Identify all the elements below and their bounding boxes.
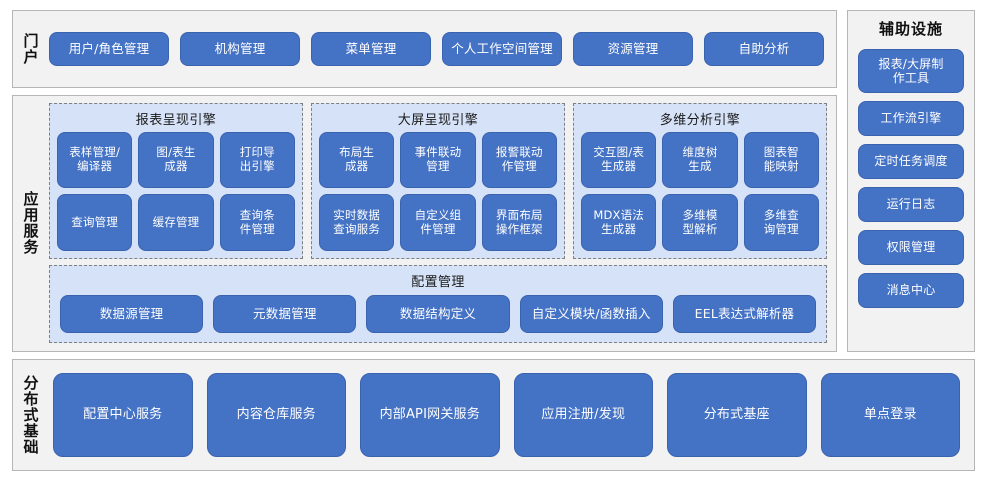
- distributed-base-items: 配置中心服务 内容仓库服务 内部API网关服务 应用注册/发现 分布式基座 单点…: [47, 360, 974, 470]
- chip-internal-api-gateway-service[interactable]: 内部API网关服务: [360, 373, 500, 457]
- engines-row: 报表呈现引擎 表样管理/ 编译器 图/表生 成器 打印导 出引擎 查询管理 缓存…: [49, 102, 827, 259]
- configuration-management-group: 配置管理 数据源管理 元数据管理 数据结构定义 自定义模块/函数插入 EEL表达…: [49, 265, 827, 343]
- configuration-management-items: 数据源管理 元数据管理 数据结构定义 自定义模块/函数插入 EEL表达式解析器: [60, 294, 817, 334]
- chip-custom-component-management[interactable]: 自定义组 件管理: [400, 194, 476, 251]
- portal-item-personal-workspace-management[interactable]: 个人工作空间管理: [442, 31, 562, 66]
- chip-chart-table-generator[interactable]: 图/表生 成器: [138, 131, 214, 189]
- chip-content-repository-service[interactable]: 内容仓库服务: [206, 373, 346, 457]
- chip-datasource-management[interactable]: 数据源管理: [60, 295, 204, 333]
- chip-permission-management[interactable]: 权限管理: [858, 230, 964, 265]
- portal-item-org-management[interactable]: 机构管理: [180, 31, 300, 66]
- chip-query-management[interactable]: 查询管理: [57, 194, 133, 251]
- large-screen-engine-title: 大屏呈现引擎: [397, 112, 479, 128]
- chip-config-center-service[interactable]: 配置中心服务: [53, 373, 193, 457]
- chip-message-center[interactable]: 消息中心: [858, 273, 964, 308]
- chip-distributed-foundation[interactable]: 分布式基座: [667, 373, 807, 457]
- portal-label: 门户: [21, 32, 40, 65]
- application-services-body: 报表呈现引擎 表样管理/ 编译器 图/表生 成器 打印导 出引擎 查询管理 缓存…: [47, 96, 836, 351]
- chip-custom-module-function-insertion[interactable]: 自定义模块/函数插入: [519, 295, 663, 333]
- portal-item-user-role-management[interactable]: 用户/角色管理: [49, 31, 169, 66]
- chip-ui-layout-operation-framework[interactable]: 界面布局 操作框架: [481, 194, 557, 251]
- chip-workflow-engine[interactable]: 工作流引擎: [858, 101, 964, 136]
- chip-report-bigscreen-authoring-tool[interactable]: 报表/大屏制 作工具: [858, 49, 964, 93]
- chip-single-sign-on[interactable]: 单点登录: [820, 373, 960, 457]
- multidimensional-analysis-engine-title: 多维分析引擎: [659, 112, 741, 128]
- multidimensional-analysis-engine-group: 多维分析引擎 交互图/表 生成器 维度树 生成 图表智 能映射 MDX语法 生成…: [573, 102, 827, 259]
- chip-scheduled-task-scheduler[interactable]: 定时任务调度: [858, 144, 964, 179]
- chip-report-template-manager[interactable]: 表样管理/ 编译器: [57, 131, 133, 189]
- chip-runtime-log[interactable]: 运行日志: [858, 187, 964, 222]
- chip-event-linkage-management[interactable]: 事件联动 管理: [400, 131, 476, 189]
- report-rendering-engine-group: 报表呈现引擎 表样管理/ 编译器 图/表生 成器 打印导 出引擎 查询管理 缓存…: [49, 102, 303, 259]
- main-area: 门户 用户/角色管理 机构管理 菜单管理 个人工作空间管理 资源管理 自助分析 …: [12, 10, 975, 352]
- auxiliary-facilities-title: 辅助设施: [878, 20, 943, 38]
- chip-query-condition-management[interactable]: 查询条 件管理: [219, 194, 295, 251]
- left-stack: 门户 用户/角色管理 机构管理 菜单管理 个人工作空间管理 资源管理 自助分析 …: [12, 10, 837, 352]
- chip-data-structure-definition[interactable]: 数据结构定义: [366, 295, 510, 333]
- chip-cache-management[interactable]: 缓存管理: [138, 194, 214, 251]
- chip-multidimensional-model-parsing[interactable]: 多维模 型解析: [662, 194, 738, 251]
- multidimensional-analysis-engine-items: 交互图/表 生成器 维度树 生成 图表智 能映射 MDX语法 生成器 多维模 型…: [581, 131, 819, 251]
- portal-item-self-service-analysis[interactable]: 自助分析: [704, 31, 824, 66]
- distributed-base-label: 分布式基础: [21, 375, 40, 455]
- report-rendering-engine-title: 报表呈现引擎: [135, 112, 217, 128]
- chip-interactive-chart-table-generator[interactable]: 交互图/表 生成器: [581, 131, 657, 189]
- application-services-panel: 应用服务 报表呈现引擎 表样管理/ 编译器 图/表生 成器 打印导 出引擎 查询…: [12, 94, 837, 352]
- chip-mdx-syntax-generator[interactable]: MDX语法 生成器: [581, 194, 657, 251]
- portal-items: 用户/角色管理 机构管理 菜单管理 个人工作空间管理 资源管理 自助分析: [47, 11, 836, 87]
- portal-panel: 门户 用户/角色管理 机构管理 菜单管理 个人工作空间管理 资源管理 自助分析: [12, 10, 837, 88]
- chip-app-registration-discovery[interactable]: 应用注册/发现: [513, 373, 653, 457]
- application-services-label: 应用服务: [21, 191, 40, 256]
- large-screen-engine-items: 布局生 成器 事件联动 管理 报警联动 作管理 实时数据 查询服务 自定义组 件…: [319, 131, 557, 251]
- chip-chart-smart-mapping[interactable]: 图表智 能映射: [743, 131, 819, 189]
- chip-dimension-tree-generation[interactable]: 维度树 生成: [662, 131, 738, 189]
- portal-item-resource-management[interactable]: 资源管理: [573, 31, 693, 66]
- chip-layout-generator[interactable]: 布局生 成器: [319, 131, 395, 189]
- chip-multidimensional-query-management[interactable]: 多维查 询管理: [743, 194, 819, 251]
- chip-alarm-linkage-action-management[interactable]: 报警联动 作管理: [481, 131, 557, 189]
- report-rendering-engine-items: 表样管理/ 编译器 图/表生 成器 打印导 出引擎 查询管理 缓存管理 查询条 …: [57, 131, 295, 251]
- portal-item-menu-management[interactable]: 菜单管理: [311, 31, 431, 66]
- chip-print-export-engine[interactable]: 打印导 出引擎: [219, 131, 295, 189]
- chip-realtime-data-query-service[interactable]: 实时数据 查询服务: [319, 194, 395, 251]
- distributed-base-panel: 分布式基础 配置中心服务 内容仓库服务 内部API网关服务 应用注册/发现 分布…: [12, 359, 975, 471]
- configuration-management-title: 配置管理: [411, 275, 465, 290]
- chip-eel-expression-parser[interactable]: EEL表达式解析器: [672, 295, 817, 333]
- auxiliary-facilities-panel: 辅助设施 报表/大屏制 作工具 工作流引擎 定时任务调度 运行日志 权限管理 消…: [847, 10, 975, 352]
- large-screen-engine-group: 大屏呈现引擎 布局生 成器 事件联动 管理 报警联动 作管理 实时数据 查询服务…: [311, 102, 565, 259]
- chip-metadata-management[interactable]: 元数据管理: [213, 295, 357, 333]
